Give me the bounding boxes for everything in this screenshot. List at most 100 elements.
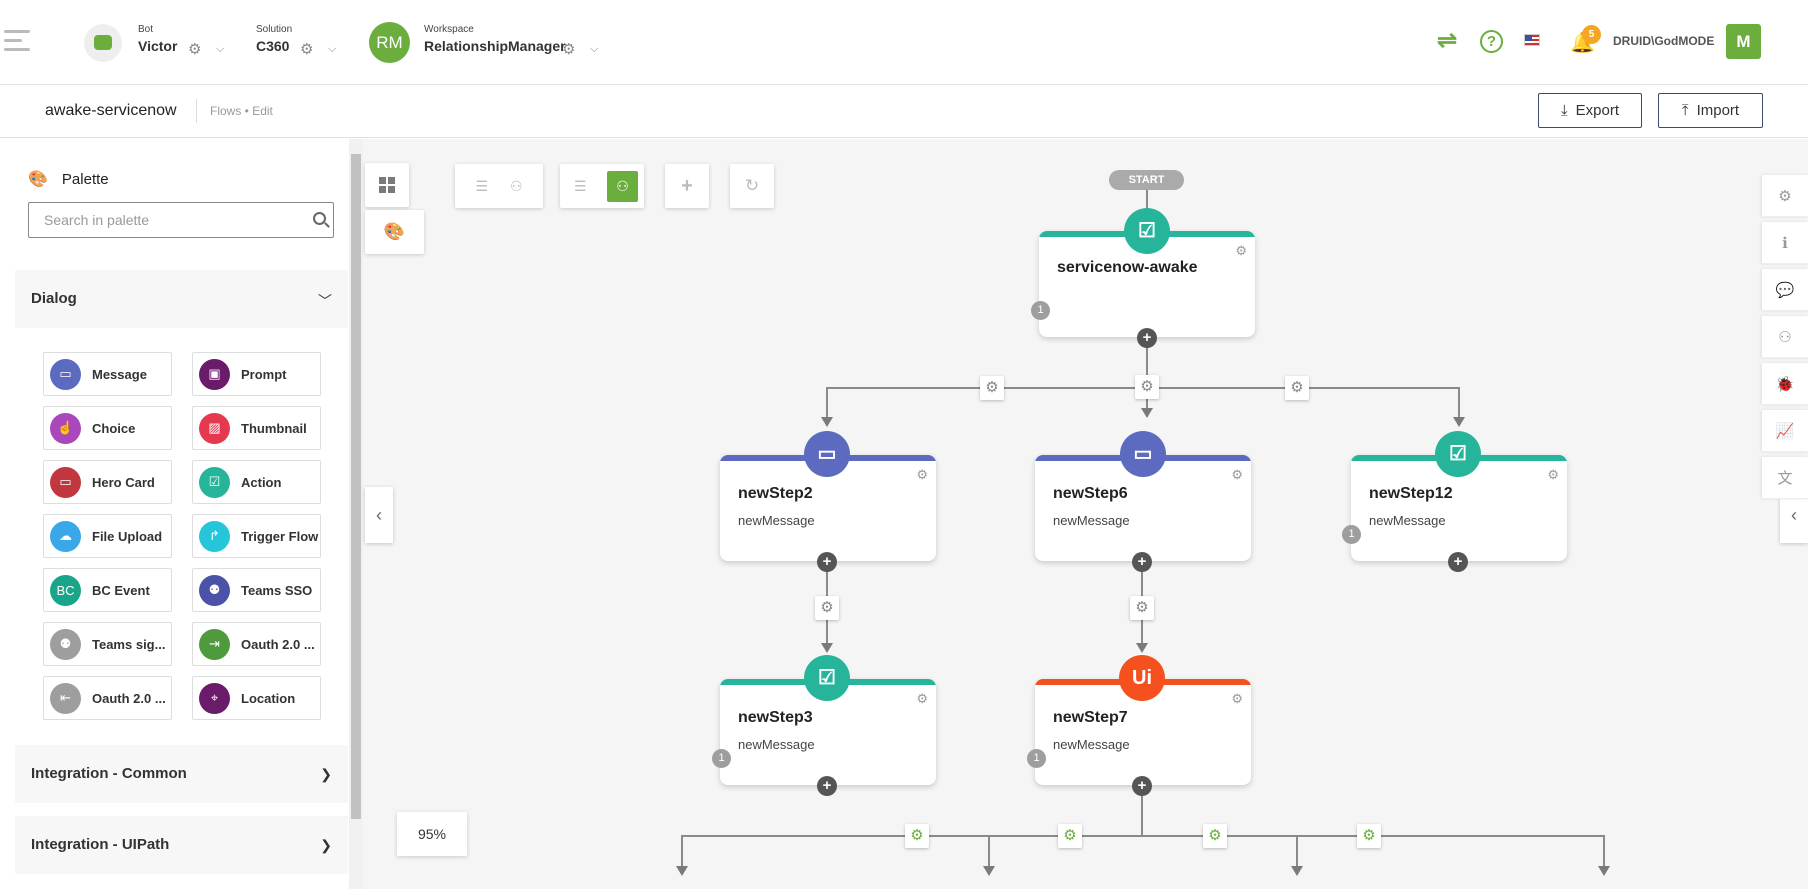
- zoom-level[interactable]: 95%: [397, 812, 467, 856]
- us-flag-icon[interactable]: [1524, 34, 1540, 46]
- user-avatar[interactable]: M: [1726, 24, 1761, 59]
- palette-item-thumbnail[interactable]: ▨Thumbnail: [192, 406, 321, 450]
- grid-view-button[interactable]: [365, 163, 409, 207]
- palette-title: Palette: [61, 170, 109, 188]
- hierarchy-icon[interactable]: ⚇: [1762, 316, 1808, 358]
- palette-search-input[interactable]: [28, 202, 334, 238]
- connector-settings-gear-icon[interactable]: ⚙: [1130, 596, 1154, 620]
- tree-layout-icon: ⚇: [616, 178, 629, 194]
- bug-icon[interactable]: 🐞: [1762, 363, 1808, 405]
- bot-chevron-down-icon[interactable]: ⌵: [216, 43, 225, 55]
- signpost-icon[interactable]: ⇌: [1437, 27, 1458, 54]
- add-step-plus-icon[interactable]: +: [1448, 552, 1468, 572]
- teams-icon: ⚉: [199, 574, 230, 606]
- list-layout-icon[interactable]: ☰: [574, 177, 587, 194]
- message-icon: ▭: [804, 431, 850, 477]
- node-settings-gear-icon[interactable]: ⚙: [1547, 467, 1559, 482]
- node-settings-gear-icon[interactable]: ⚙: [1231, 691, 1243, 706]
- info-icon[interactable]: ℹ: [1762, 222, 1808, 264]
- palette-item-hero-card[interactable]: ▭Hero Card: [43, 460, 172, 504]
- export-button[interactable]: ⤓ Export: [1538, 93, 1642, 128]
- add-step-plus-icon[interactable]: +: [1132, 776, 1152, 796]
- arrow-down: [1141, 408, 1153, 418]
- add-button[interactable]: +: [665, 164, 709, 208]
- node-subtitle: newMessage: [1053, 737, 1130, 752]
- connector-settings-gear-icon[interactable]: ⚙: [1285, 376, 1309, 400]
- start-label: START: [1109, 170, 1184, 190]
- palette-item-trigger-flow[interactable]: ↱Trigger Flow: [192, 514, 321, 558]
- node-settings-gear-icon[interactable]: ⚙: [1231, 467, 1243, 482]
- palette-item-choice[interactable]: ☝Choice: [43, 406, 172, 450]
- node-title: newStep7: [1053, 709, 1128, 726]
- refresh-button[interactable]: ↻: [730, 164, 774, 208]
- connector-settings-gear-icon[interactable]: ⚙: [1058, 824, 1082, 848]
- node-subtitle: newMessage: [738, 737, 815, 752]
- node-settings-gear-icon[interactable]: ⚙: [916, 467, 928, 482]
- connector-line: [988, 835, 990, 871]
- palette-item-teams-sign[interactable]: ⚉Teams sig...: [43, 622, 172, 666]
- node-settings-gear-icon[interactable]: ⚙: [1235, 243, 1247, 258]
- bot-selector[interactable]: Bot Victor ⚙ ⌵: [138, 24, 230, 64]
- arrow-down: [1453, 417, 1465, 427]
- connector-settings-gear-icon[interactable]: ⚙: [905, 824, 929, 848]
- analytics-chart-icon[interactable]: 📈: [1762, 410, 1808, 452]
- solution-chevron-down-icon[interactable]: ⌵: [328, 43, 337, 55]
- add-step-plus-icon[interactable]: +: [817, 776, 837, 796]
- choice-hand-icon: ☝: [50, 412, 81, 444]
- palette-item-message[interactable]: ▭Message: [43, 352, 172, 396]
- section-integration-uipath[interactable]: Integration - UIPath ❯: [15, 816, 348, 874]
- connector-settings-gear-icon[interactable]: ⚙: [1135, 375, 1159, 399]
- palette-item-oauth-login[interactable]: ⇥Oauth 2.0 ...: [192, 622, 321, 666]
- solution-selector[interactable]: Solution C360 ⚙ ⌵: [256, 24, 346, 64]
- trigger-arrow-icon: ↱: [199, 520, 230, 552]
- add-step-plus-icon[interactable]: +: [1132, 552, 1152, 572]
- workspace-chevron-down-icon[interactable]: ⌵: [590, 43, 599, 55]
- cloud-upload-icon: ☁: [50, 520, 81, 552]
- palette-item-file-upload[interactable]: ☁File Upload: [43, 514, 172, 558]
- section-integration-common[interactable]: Integration - Common ❯: [15, 745, 348, 803]
- bc-event-icon: BC: [50, 574, 81, 606]
- username[interactable]: DRUID\GodMODE: [1613, 34, 1715, 48]
- add-step-plus-icon[interactable]: +: [1137, 328, 1157, 348]
- palette-item-oauth-logout[interactable]: ⇤Oauth 2.0 ...: [43, 676, 172, 720]
- collapse-palette-button[interactable]: ‹: [365, 487, 393, 543]
- search-icon[interactable]: [313, 212, 326, 225]
- chat-icon[interactable]: 💬: [1762, 269, 1808, 311]
- list-icon[interactable]: ☰: [475, 177, 488, 194]
- view-mode-group: ☰ ⚇: [455, 164, 543, 208]
- grid-icon: [379, 177, 395, 193]
- palette-item-location[interactable]: ⌖Location: [192, 676, 321, 720]
- add-step-plus-icon[interactable]: +: [817, 552, 837, 572]
- connector-settings-gear-icon[interactable]: ⚙: [980, 376, 1004, 400]
- hierarchy-icon[interactable]: ⚇: [510, 177, 523, 194]
- workspace-selector[interactable]: Workspace RelationshipManager ⚙ ⌵: [424, 24, 614, 64]
- settings-gear-icon[interactable]: ⚙: [1762, 175, 1808, 217]
- palette-item-action[interactable]: ☑Action: [192, 460, 321, 504]
- arrow-down: [821, 417, 833, 427]
- thumbnail-icon: ▨: [199, 412, 230, 444]
- solution-settings-gear-icon[interactable]: ⚙: [300, 41, 314, 58]
- arrow-down: [1598, 866, 1610, 876]
- connector-settings-gear-icon[interactable]: ⚙: [815, 596, 839, 620]
- location-map-icon: ⌖: [199, 682, 230, 714]
- node-settings-gear-icon[interactable]: ⚙: [916, 691, 928, 706]
- palette-scrollbar-thumb[interactable]: [351, 154, 361, 819]
- oauth-login-icon: ⇥: [199, 628, 230, 660]
- palette-toggle-button[interactable]: 🎨: [365, 210, 424, 254]
- flow-title: awake-servicenow: [45, 102, 177, 119]
- node-count-badge: 1: [1031, 301, 1050, 320]
- arrow-down: [1136, 643, 1148, 653]
- palette-item-prompt[interactable]: ▣Prompt: [192, 352, 321, 396]
- bot-settings-gear-icon[interactable]: ⚙: [188, 41, 202, 58]
- tree-layout-button[interactable]: ⚇: [607, 171, 638, 202]
- connector-settings-gear-icon[interactable]: ⚙: [1203, 824, 1227, 848]
- import-button[interactable]: ⤒ Import: [1658, 93, 1763, 128]
- workspace-settings-gear-icon[interactable]: ⚙: [562, 41, 576, 58]
- help-icon[interactable]: ?: [1480, 30, 1503, 53]
- palette-item-teams-sso[interactable]: ⚉Teams SSO: [192, 568, 321, 612]
- connector-settings-gear-icon[interactable]: ⚙: [1357, 824, 1381, 848]
- translate-icon[interactable]: 文: [1762, 457, 1808, 499]
- section-dialog[interactable]: Dialog ﹀: [15, 270, 348, 328]
- hamburger-menu-icon[interactable]: [4, 30, 30, 52]
